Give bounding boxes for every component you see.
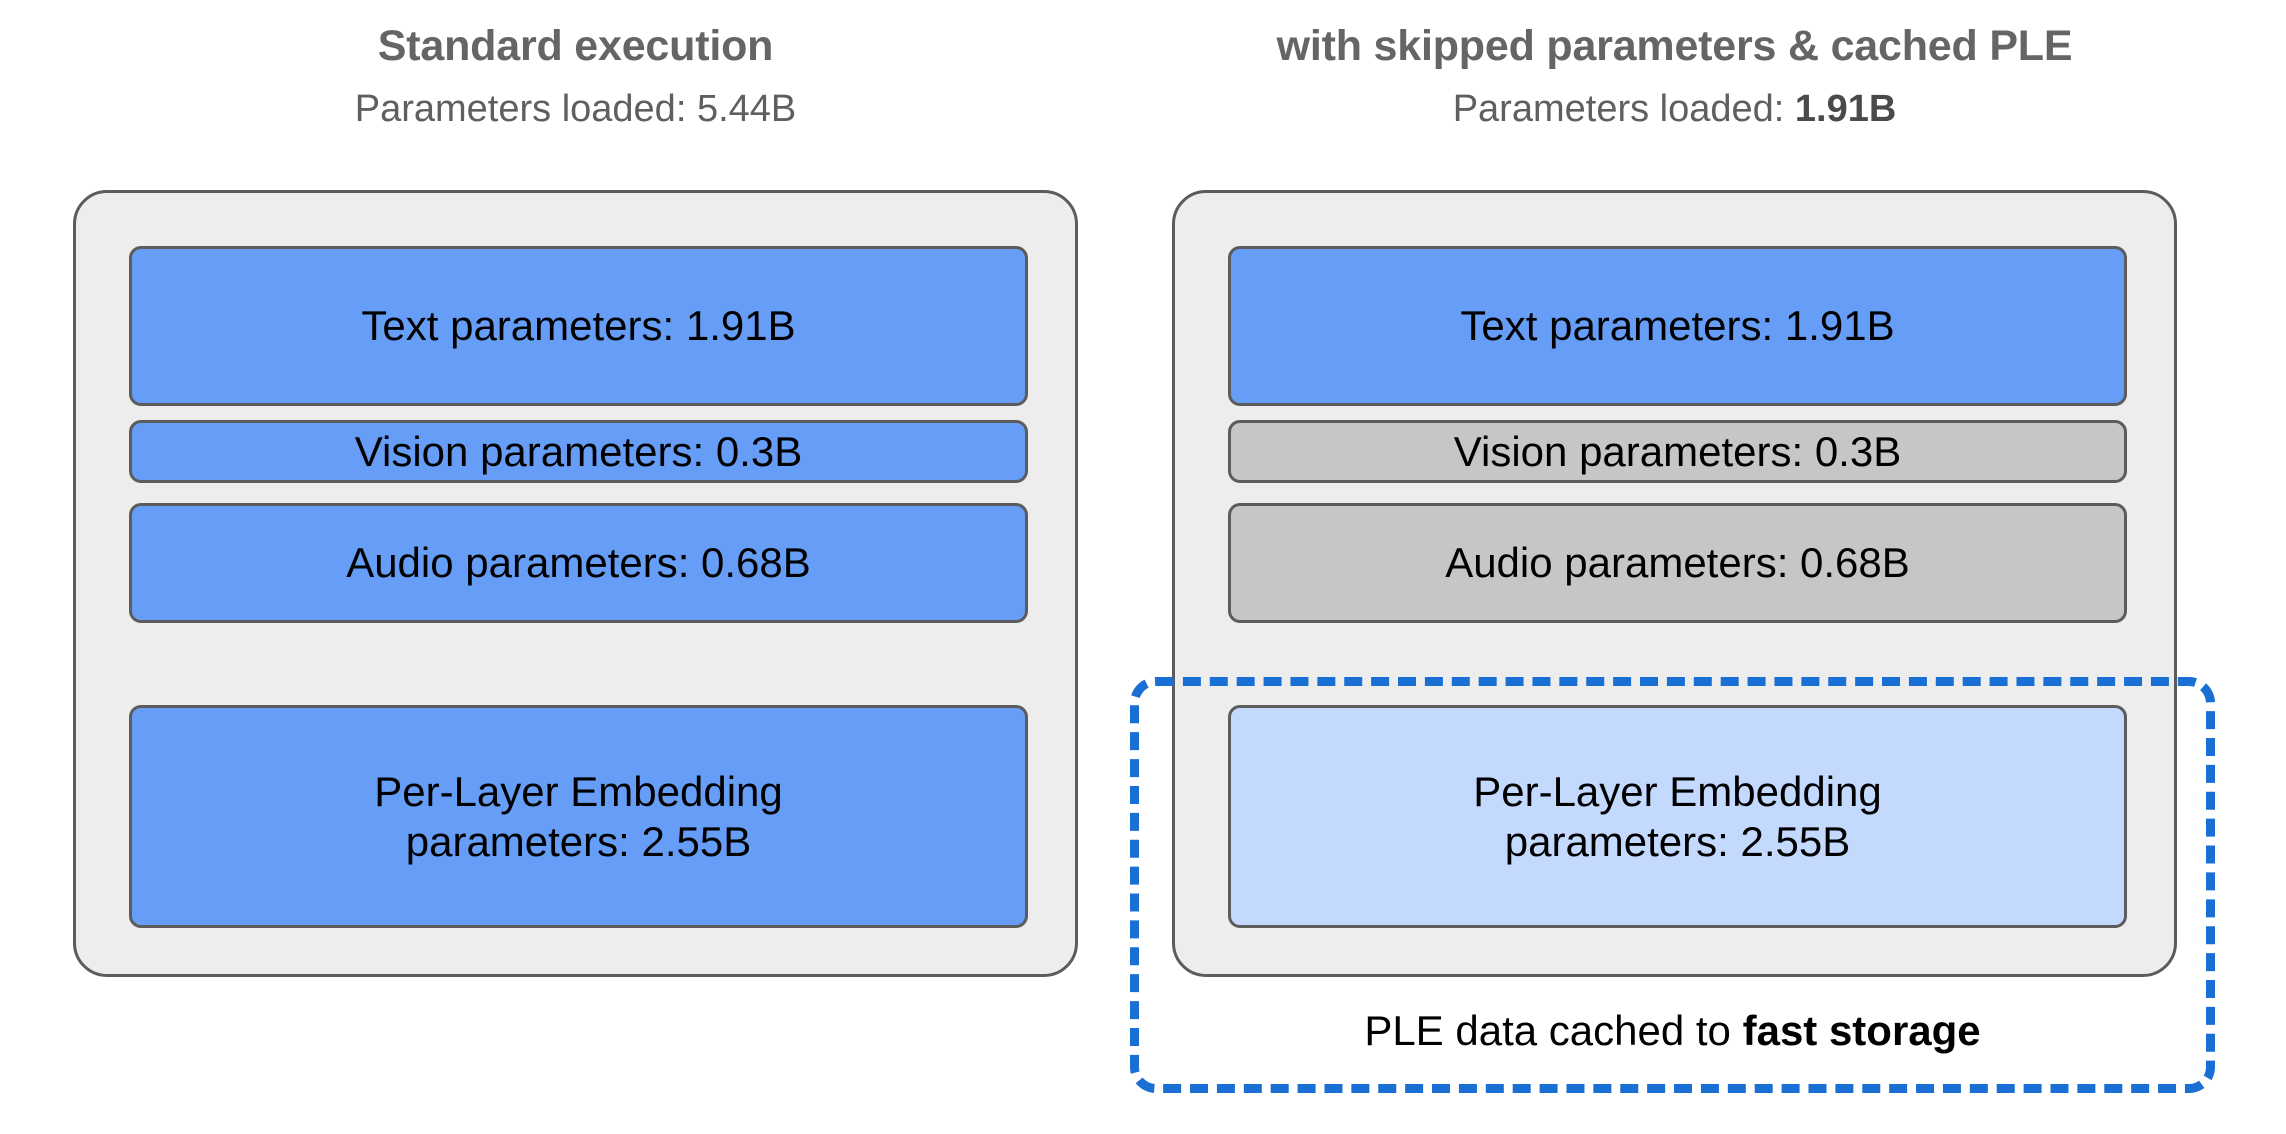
left-block-audio-label: Audio parameters: 0.68B (346, 539, 811, 587)
left-subheading-value: 5.44B (696, 88, 797, 130)
left-block-text-parameters[interactable]: Text parameters: 1.91B (129, 246, 1028, 406)
left-subheading-prefix: Parameters loaded: (354, 88, 697, 130)
right-block-vision-label: Vision parameters: 0.3B (1453, 427, 1902, 475)
left-block-ple-parameters[interactable]: Per-Layer Embedding parameters: 2.55B (129, 705, 1028, 928)
cache-caption: PLE data cached to fast storage (1130, 1007, 2215, 1055)
left-block-vision-label: Vision parameters: 0.3B (354, 427, 803, 475)
cache-caption-prefix: PLE data cached to (1364, 1007, 1743, 1054)
right-block-audio-parameters[interactable]: Audio parameters: 0.68B (1228, 503, 2127, 623)
left-block-text-label: Text parameters: 1.91B (361, 302, 796, 350)
left-block-audio-parameters[interactable]: Audio parameters: 0.68B (129, 503, 1028, 623)
left-block-ple-label-line1: Per-Layer Embedding (374, 767, 783, 815)
right-column-heading: with skipped parameters & cached PLE (1276, 22, 2073, 70)
right-block-ple-label-line1: Per-Layer Embedding (1473, 767, 1882, 815)
left-block-vision-parameters[interactable]: Vision parameters: 0.3B (129, 420, 1028, 483)
left-panel-container: Text parameters: 1.91B Vision parameters… (73, 190, 1078, 977)
right-block-ple-label-line2: parameters: 2.55B (1504, 817, 1851, 865)
right-block-vision-parameters[interactable]: Vision parameters: 0.3B (1228, 420, 2127, 483)
right-panel-container: Text parameters: 1.91B Vision parameters… (1172, 190, 2177, 977)
left-column-subheading: Parameters loaded: 5.44B (73, 88, 1078, 131)
left-block-ple-label-line2: parameters: 2.55B (405, 817, 752, 865)
right-block-audio-label: Audio parameters: 0.68B (1445, 539, 1910, 587)
right-block-text-label: Text parameters: 1.91B (1460, 302, 1895, 350)
cache-caption-emphasis: fast storage (1742, 1007, 1981, 1054)
right-subheading-prefix: Parameters loaded: (1452, 88, 1795, 130)
right-block-text-parameters[interactable]: Text parameters: 1.91B (1228, 246, 2127, 406)
left-column-heading: Standard execution (377, 22, 774, 70)
right-column-subheading: Parameters loaded: 1.91B (1172, 88, 2177, 131)
right-block-ple-parameters[interactable]: Per-Layer Embedding parameters: 2.55B (1228, 705, 2127, 928)
right-subheading-value: 1.91B (1794, 88, 1897, 130)
